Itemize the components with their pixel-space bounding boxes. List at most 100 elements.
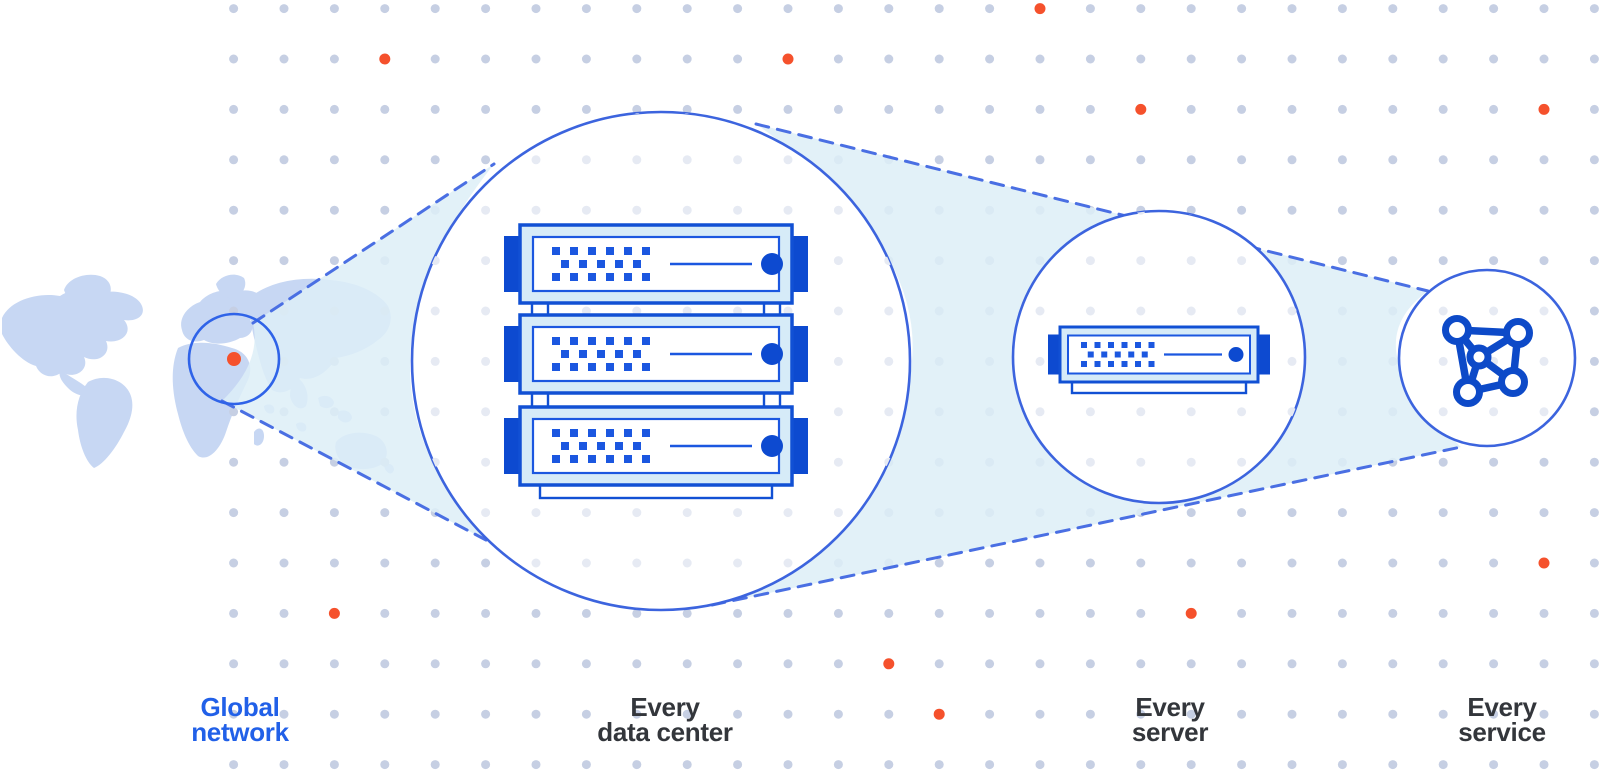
grid-dot: [1085, 608, 1095, 618]
grid-dot: [1085, 709, 1095, 719]
grid-dot-faded: [884, 306, 894, 316]
grid-dot: [884, 104, 894, 114]
grid-dot-faded: [1237, 407, 1247, 417]
grid-dot-faded: [481, 356, 491, 366]
grid-dot: [229, 104, 239, 114]
server-unit-single: [1046, 325, 1272, 384]
grid-dot: [833, 608, 843, 618]
grid-dot: [985, 608, 995, 618]
grid-dot-faded: [682, 155, 692, 165]
grid-dot: [1388, 54, 1398, 64]
grid-dot-faded: [632, 558, 642, 568]
grid-dot: [934, 4, 944, 14]
grid-dot: [1337, 508, 1347, 518]
grid-dot: [481, 608, 491, 618]
grid-dot-faded: [1085, 407, 1095, 417]
grid-dot: [632, 709, 642, 719]
grid-dot: [985, 4, 995, 14]
grid-dot: [1186, 205, 1196, 215]
grid-dot: [884, 709, 894, 719]
grid-dot: [783, 4, 793, 14]
continent-north-america: [2, 288, 143, 377]
grid-dot-faded: [682, 558, 692, 568]
grid-dot: [1186, 659, 1196, 669]
label-global-network: Global network: [191, 692, 290, 747]
grid-dot-faded: [1539, 306, 1549, 316]
grid-dot: [329, 709, 339, 719]
grid-dot: [1539, 760, 1549, 770]
grid-dot: [1438, 760, 1448, 770]
grid-dot: [1489, 205, 1499, 215]
grid-dot-faded: [833, 256, 843, 266]
grid-dot: [1136, 659, 1146, 669]
grid-dot: [1438, 205, 1448, 215]
grid-dot: [1237, 558, 1247, 568]
grid-dot: [934, 608, 944, 618]
grid-dot: [481, 155, 491, 165]
grid-dot: [279, 155, 289, 165]
grid-dot: [1287, 54, 1297, 64]
grid-dot: [1337, 760, 1347, 770]
grid-dot: [833, 4, 843, 14]
grid-dot-faded: [481, 256, 491, 266]
grid-dot: [430, 659, 440, 669]
grid-dot: [1438, 457, 1448, 467]
grid-dot: [229, 256, 239, 266]
grid-dot: [1237, 155, 1247, 165]
grid-dot: [1085, 54, 1095, 64]
grid-dot: [1287, 760, 1297, 770]
grid-dot: [229, 155, 239, 165]
grid-dot: [481, 558, 491, 568]
grid-dot: [430, 155, 440, 165]
grid-dot: [985, 104, 995, 114]
grid-dot: [1136, 54, 1146, 64]
grid-dot: [1186, 558, 1196, 568]
grid-dot-faded: [531, 205, 541, 215]
grid-dot-faded: [1186, 407, 1196, 417]
label-every-server-line1: Every: [1135, 692, 1205, 722]
grid-dot: [1237, 205, 1247, 215]
dashed-connector-lines: [220, 122, 1463, 607]
mesh-node-bottom-right: [1498, 367, 1528, 397]
grid-dot: [279, 54, 289, 64]
grid-dot: [833, 760, 843, 770]
grid-dot: [329, 558, 339, 568]
grid-dot: [985, 659, 995, 669]
grid-dot-faded: [1085, 306, 1095, 316]
grid-dot: [985, 54, 995, 64]
grid-dot: [279, 104, 289, 114]
grid-dot: [1539, 659, 1549, 669]
grid-dot-faded: [1035, 356, 1045, 366]
grid-dot: [380, 558, 390, 568]
grid-dot: [1337, 709, 1347, 719]
grid-dot: [1237, 608, 1247, 618]
grid-dot: [329, 256, 339, 266]
grid-dot: [380, 155, 390, 165]
continent-europe: [181, 290, 266, 344]
grid-dot: [1287, 205, 1297, 215]
grid-dot-faded: [1136, 457, 1146, 467]
grid-dot-faded: [682, 205, 692, 215]
grid-dot: [229, 407, 239, 417]
grid-dot: [1589, 659, 1599, 669]
grid-dot: [1237, 54, 1247, 64]
grid-dot: [682, 104, 692, 114]
grid-dot: [1489, 54, 1499, 64]
grid-dot: [1287, 4, 1297, 14]
grid-dot: [229, 4, 239, 14]
grid-dot-faded: [1085, 457, 1095, 467]
accent-orange-dot: [1538, 557, 1550, 569]
grid-dot: [229, 508, 239, 518]
grid-dot: [833, 54, 843, 64]
grid-dot: [1287, 709, 1297, 719]
grid-dot: [632, 659, 642, 669]
label-every-server-line2: server: [1132, 717, 1208, 747]
grid-dot-faded: [481, 508, 491, 518]
grid-dot: [1589, 760, 1599, 770]
grid-dot: [1388, 205, 1398, 215]
grid-dot-faded: [1539, 407, 1549, 417]
grid-dot: [1539, 457, 1549, 467]
dashed-line-service-bottom: [710, 445, 1463, 607]
